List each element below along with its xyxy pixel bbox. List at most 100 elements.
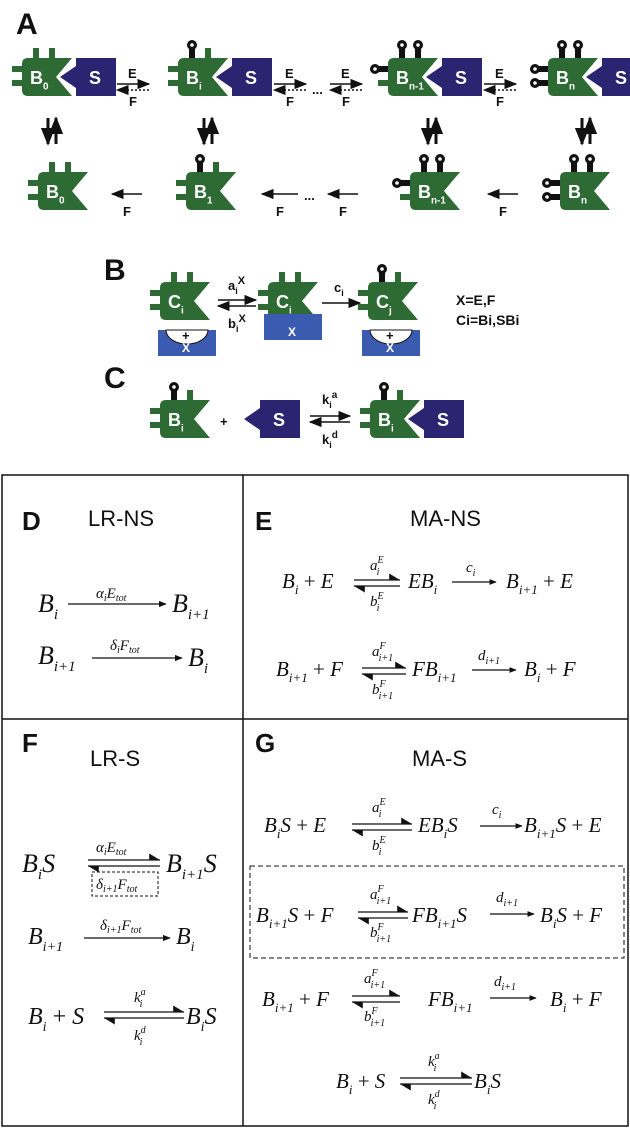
protein-B0: B0 bbox=[12, 48, 72, 96]
protein-body bbox=[548, 58, 598, 96]
arrow-label-f: F bbox=[339, 204, 347, 219]
substrate-body bbox=[426, 58, 482, 96]
panel-c-letter: C bbox=[104, 362, 126, 395]
svg-text:δi+1Ftot: δi+1Ftot bbox=[96, 877, 137, 895]
ellipsis: ... bbox=[312, 82, 323, 97]
protein-Ci: Ci bbox=[150, 272, 210, 320]
protein-Bi: Bi bbox=[150, 382, 210, 438]
svg-text:Bi+1 + F: Bi+1 + F bbox=[276, 657, 343, 685]
panel-e-title: MA-NS bbox=[410, 506, 481, 531]
arrow-label-e: E bbox=[341, 66, 350, 81]
phospho-site bbox=[213, 162, 219, 173]
protein-label: Bi bbox=[186, 68, 202, 92]
phospho-site bbox=[150, 422, 161, 428]
panel-d: D LR-NS Bi αiEtot Bi+1 Bi+1 δiFtot Bi bbox=[22, 506, 210, 677]
panel-f-reaction-2: Bi+1 δi+1Ftot Bi bbox=[28, 918, 195, 955]
svg-text:FBi+1S: FBi+1S bbox=[411, 903, 468, 931]
substrate-s: S bbox=[244, 400, 300, 438]
svg-text:FBi+1: FBi+1 bbox=[427, 987, 473, 1015]
panel-b-legend-line1: X=E,F bbox=[456, 292, 496, 308]
svg-text:Bi+1 + F: Bi+1 + F bbox=[262, 987, 329, 1015]
phospho-site bbox=[360, 422, 371, 428]
ellipsis: ... bbox=[304, 188, 315, 203]
svg-text:BiS + F: BiS + F bbox=[540, 903, 602, 931]
panel-g-dashed-highlight bbox=[249, 865, 625, 959]
phospho-site bbox=[399, 48, 405, 59]
panel-f: F LR-S BiS αiEtot δi+1Ftot Bi+1S Bi+1 δi… bbox=[22, 728, 217, 1048]
panel-d-reaction-1: Bi αiEtot Bi+1 bbox=[38, 586, 210, 623]
svg-text:Bi + S: Bi + S bbox=[336, 1069, 386, 1097]
phospho-site bbox=[437, 162, 443, 173]
phospho-site bbox=[295, 272, 301, 283]
phospho-site bbox=[176, 180, 187, 186]
svg-text:aFi+1: aFi+1 bbox=[364, 968, 385, 991]
svg-text:bEi: bEi bbox=[372, 835, 386, 858]
vertical-equilibrium-arrow bbox=[40, 116, 64, 146]
svg-text:kai: kai bbox=[134, 987, 146, 1010]
protein-body bbox=[160, 400, 210, 438]
phospho-site bbox=[176, 194, 187, 200]
protein-label: Ci bbox=[276, 292, 292, 316]
protein-body bbox=[560, 172, 610, 210]
phospho-site bbox=[28, 194, 39, 200]
substrate-label: S bbox=[273, 410, 285, 430]
protein-Bi: Bi bbox=[360, 382, 420, 438]
phospho-site bbox=[397, 390, 403, 401]
reversible-arrow: EF bbox=[482, 66, 518, 109]
protein-Bn: Bn bbox=[530, 40, 598, 96]
phospho-site bbox=[538, 80, 549, 86]
panel-f-letter: F bbox=[22, 728, 38, 758]
panel-d-title: LR-NS bbox=[88, 506, 154, 531]
svg-text:Bi + E: Bi + E bbox=[282, 569, 334, 597]
substrate-label: S bbox=[89, 68, 101, 88]
substrate-s: S bbox=[216, 58, 272, 96]
svg-text:kai: kai bbox=[428, 1051, 440, 1074]
svg-text:Bi+1S + E: Bi+1S + E bbox=[524, 813, 602, 841]
svg-text:Bi+1 + E: Bi+1 + E bbox=[506, 569, 573, 597]
protein-label: B0 bbox=[30, 68, 49, 92]
svg-text:Bi + F: Bi + F bbox=[550, 987, 602, 1015]
phospho-site bbox=[400, 180, 411, 186]
reversible-arrow: EF bbox=[272, 66, 308, 109]
protein-body bbox=[410, 172, 460, 210]
protein-Bn: Bn bbox=[542, 154, 610, 210]
svg-text:aFi+1: aFi+1 bbox=[370, 884, 391, 907]
protein-body bbox=[370, 400, 420, 438]
phospho-site bbox=[258, 304, 269, 310]
protein-body bbox=[368, 282, 418, 320]
protein-label: Cj bbox=[376, 292, 392, 316]
arrow-label-f: F bbox=[123, 204, 131, 219]
svg-text:bEi: bEi bbox=[370, 591, 384, 614]
enzyme-label: X bbox=[386, 341, 394, 355]
panel-b-letter: B bbox=[104, 254, 126, 287]
phospho-site bbox=[168, 80, 179, 86]
arrow-label-e: E bbox=[495, 66, 504, 81]
phospho-site bbox=[150, 304, 161, 310]
svg-text:FBi+1: FBi+1 bbox=[411, 657, 457, 685]
protein-label: Bn-1 bbox=[396, 68, 424, 92]
protein-body bbox=[268, 282, 318, 320]
phospho-site bbox=[550, 194, 561, 200]
phospho-site bbox=[171, 390, 177, 401]
substrate-body bbox=[586, 58, 630, 96]
arrow-label-f: F bbox=[129, 94, 137, 109]
arrow-label-e: E bbox=[128, 66, 137, 81]
table-border bbox=[1, 474, 629, 1127]
protein-label: Ci bbox=[168, 292, 184, 316]
protein-body bbox=[22, 58, 72, 96]
phospho-site bbox=[378, 66, 389, 72]
panel-e-letter: E bbox=[255, 506, 272, 536]
enzyme-label: X bbox=[182, 341, 190, 355]
arrow-label-f: F bbox=[342, 94, 350, 109]
svg-text:ci: ci bbox=[492, 802, 502, 821]
svg-text:kdi: kdi bbox=[134, 1025, 147, 1048]
phospho-site bbox=[205, 48, 211, 59]
protein-label: B1 bbox=[194, 182, 213, 206]
protein-label: Bi bbox=[378, 410, 394, 434]
protein-label: Bn-1 bbox=[418, 182, 446, 206]
substrate-s: S bbox=[426, 58, 482, 96]
